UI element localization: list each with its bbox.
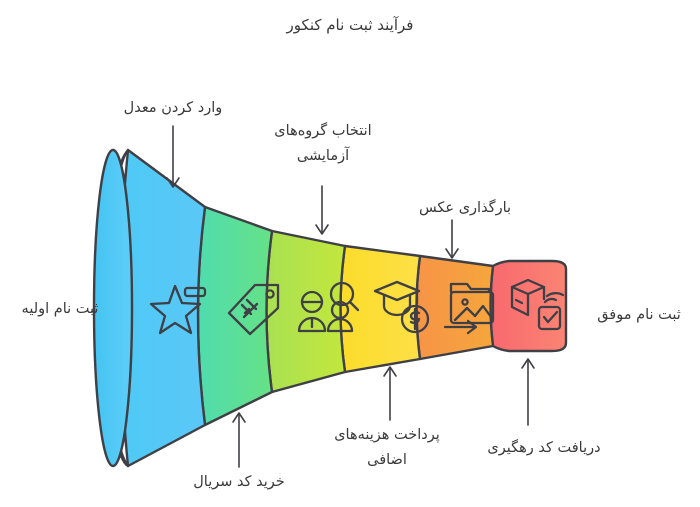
- callout-label-tracking: دریافت کد رهگیری: [487, 440, 601, 456]
- callout-label-success: ثبت نام موفق: [597, 307, 681, 323]
- package-tracking-icon: [510, 278, 565, 331]
- callout-arrow-gpa: [166, 125, 180, 188]
- page-title: فرآیند ثبت نام کنکور: [286, 16, 414, 34]
- callout-label-initial-registration: ثبت نام اولیه: [21, 301, 99, 317]
- image-upload-icon: [443, 282, 495, 335]
- funnel-mouth-ellipse: [92, 148, 134, 468]
- people-group-icon: [297, 281, 360, 333]
- star-minus-icon: [149, 284, 207, 335]
- callout-arrow-photo: [445, 219, 459, 259]
- callout-arrow-fees: [383, 366, 397, 421]
- funnel-segment-2[interactable]: [196, 205, 274, 427]
- callout-label-serial: خرید کد سریال: [193, 474, 285, 490]
- callout-arrow-serial: [232, 412, 246, 468]
- graduation-cap-coin-icon: [373, 280, 430, 334]
- callout-label-groups: انتخاب گروه‌های آزمایشی: [274, 123, 372, 165]
- price-tag-icon: [227, 283, 280, 336]
- callout-arrow-track: [521, 358, 535, 426]
- callout-label-gpa: وارد کردن معدل: [123, 100, 223, 116]
- callout-label-photo: بارگذاری عکس: [418, 200, 512, 216]
- callout-arrow-groups: [315, 185, 329, 235]
- callout-label-fees: پرداخت هزینه‌های اضافی: [334, 427, 440, 469]
